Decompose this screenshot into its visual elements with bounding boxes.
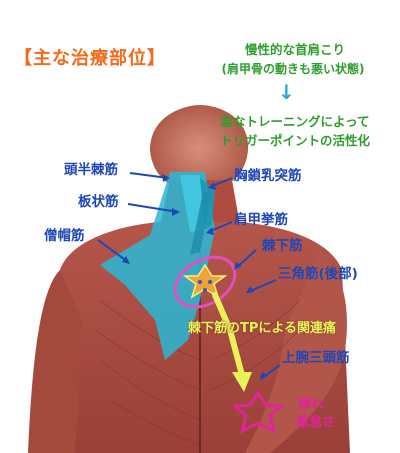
label-semispinalis: 頭半棘筋 xyxy=(64,162,118,178)
label-symptom-numbness: 痺れ xyxy=(298,397,325,412)
muscle-striations xyxy=(94,299,301,446)
label-deltoid-posterior: 三角筋(後部) xyxy=(278,266,358,282)
label-splenius: 板状筋 xyxy=(78,194,119,210)
trapezius-highlight xyxy=(100,172,215,360)
label-trapezius: 僧帽筋 xyxy=(44,228,85,244)
note-line-4: トリガーポイントの活性化 xyxy=(219,133,370,148)
referred-pain-arrowhead xyxy=(232,372,252,392)
note-line-1: 慢性的な首肩こり xyxy=(244,42,345,57)
label-levator-scapulae: 肩甲挙筋 xyxy=(234,212,288,228)
diagram-title: 【主な治療部位】 xyxy=(14,48,166,69)
down-arrow-icon: ↓ xyxy=(278,80,295,104)
note-line-2: (肩甲骨の動きも悪い状態) xyxy=(221,62,365,76)
leader-arrowheads xyxy=(122,174,268,380)
levator-scapulae-highlight xyxy=(190,190,212,255)
label-triceps: 上腕三頭筋 xyxy=(282,350,350,366)
referred-pain-path xyxy=(212,292,245,378)
note-line-3: 急なトレーニングによって xyxy=(220,114,370,129)
symptom-star-icon xyxy=(231,390,285,434)
label-symptom-heaviness: 重怠さ xyxy=(296,415,336,430)
head-shape xyxy=(150,105,249,192)
right-arm-shape xyxy=(245,250,348,453)
label-sternocleidomastoid: 胸鎖乳突筋 xyxy=(234,168,302,184)
label-referred-pain: 棘下筋のTPによる関連痛 xyxy=(188,321,337,336)
left-arm-shape xyxy=(28,270,82,453)
label-infraspinatus: 棘下筋 xyxy=(262,238,303,254)
